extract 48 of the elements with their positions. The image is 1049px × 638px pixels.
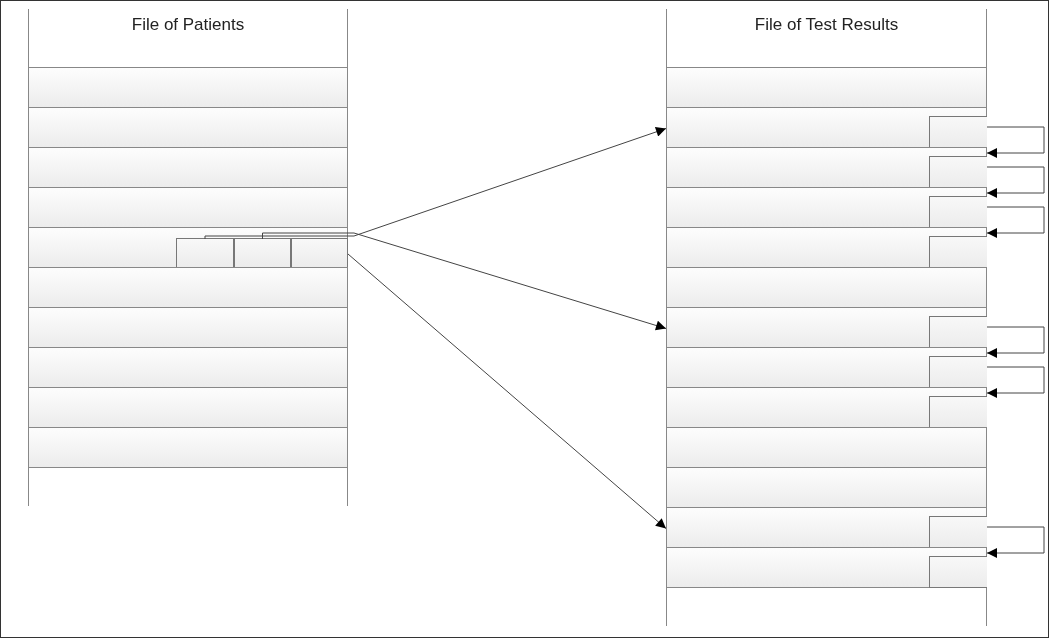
arrow <box>986 326 1045 358</box>
record-bar <box>666 547 987 588</box>
file-column <box>666 9 987 626</box>
arrow <box>262 232 667 331</box>
record-bar <box>666 387 987 428</box>
pointer-cell <box>929 156 987 188</box>
pointer-cell <box>929 316 987 348</box>
record-bar <box>666 307 987 348</box>
record-bar <box>28 227 348 268</box>
file-column <box>28 9 348 506</box>
record-bar <box>28 107 348 148</box>
pointer-cell <box>929 516 987 548</box>
pointer-cell <box>929 556 987 588</box>
pointer-cell <box>291 238 348 268</box>
file-title: File of Test Results <box>753 15 900 35</box>
record-bar <box>666 67 987 108</box>
pointer-cell <box>929 236 987 268</box>
record-bar <box>28 427 348 468</box>
arrow <box>986 366 1045 398</box>
arrow <box>347 253 667 529</box>
pointer-cell <box>176 238 234 268</box>
record-bar <box>666 267 987 308</box>
record-bar <box>666 507 987 548</box>
record-bar <box>666 427 987 468</box>
pointer-cell <box>929 356 987 388</box>
record-bar <box>28 147 348 188</box>
pointer-cell <box>929 196 987 228</box>
record-bar <box>28 347 348 388</box>
pointer-cell <box>929 396 987 428</box>
record-bar <box>28 387 348 428</box>
arrow <box>986 166 1045 198</box>
record-bar <box>666 467 987 508</box>
pointer-cell <box>929 116 987 148</box>
record-bar <box>28 307 348 348</box>
arrow <box>986 526 1045 558</box>
file-title: File of Patients <box>130 15 246 35</box>
arrow <box>204 127 667 240</box>
arrow <box>986 206 1045 238</box>
record-bar <box>28 187 348 228</box>
record-bar <box>28 67 348 108</box>
record-bar <box>666 347 987 388</box>
record-bar <box>28 267 348 308</box>
record-bar <box>666 187 987 228</box>
pointer-cell <box>234 238 291 268</box>
record-bar <box>666 227 987 268</box>
record-bar <box>666 147 987 188</box>
record-bar <box>666 107 987 148</box>
arrow <box>986 126 1045 158</box>
